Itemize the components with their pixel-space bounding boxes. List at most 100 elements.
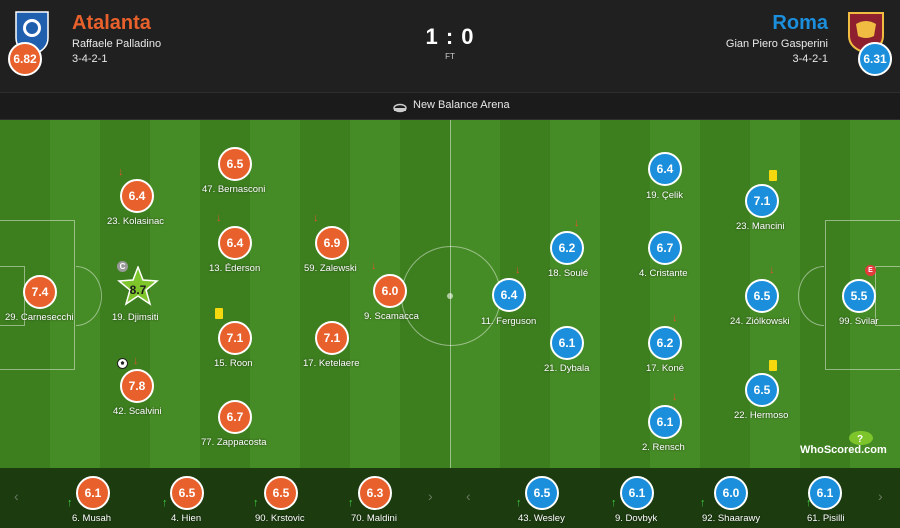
home-coach: Raffaele Palladino <box>72 38 162 50</box>
player-rating: 6.5 <box>745 279 779 313</box>
sub-rating: 6.5 <box>525 476 559 510</box>
venue-bar: New Balance Arena <box>0 92 900 120</box>
sub-on-arrow-icon: ↑ <box>67 497 73 509</box>
player-rating: 6.5 <box>218 147 252 181</box>
player-rating: 7.1 <box>315 321 349 355</box>
sub-off-arrow-icon: ↓ <box>118 166 124 178</box>
captain-badge: C <box>117 261 128 272</box>
player-rating: 6.0 <box>373 274 407 308</box>
sub-on-arrow-icon: ↑ <box>611 497 617 509</box>
sub-off-arrow-icon: ↓ <box>313 212 319 224</box>
player-name: 17. Ketelaere <box>303 358 360 369</box>
sub-rating: 6.1 <box>808 476 842 510</box>
home-team-rating: 6.82 <box>8 42 42 76</box>
pitch: 7.4 29. Carnesecchi ↓ 6.4 23. Kolasinac … <box>0 120 900 468</box>
player-name: 21. Dybala <box>544 363 590 374</box>
player-name: 18. Soulé <box>548 268 589 279</box>
player-rating: 7.1 <box>745 184 779 218</box>
yellow-card-icon <box>215 308 223 319</box>
sub-name: 6. Musah <box>72 513 112 524</box>
player-rating: 6.5 <box>745 373 779 407</box>
home-subs-next-button[interactable]: › <box>428 488 433 504</box>
player-name: 47. Bernasconi <box>202 184 266 195</box>
sub-rating: 6.1 <box>620 476 654 510</box>
match-header: 6.82 Atalanta Raffaele Palladino 3-4-2-1… <box>0 0 900 92</box>
away-team-name[interactable]: Roma <box>772 12 828 34</box>
player-name: 29. Carnesecchi <box>5 312 74 323</box>
away-subs-prev-button[interactable]: ‹ <box>466 488 471 504</box>
sub-name: 92. Shaarawy <box>702 513 761 524</box>
home-team-name[interactable]: Atalanta <box>72 12 151 34</box>
player-name: 19. Djimsiti <box>112 312 159 323</box>
player-rating: 7.1 <box>218 321 252 355</box>
yellow-card-icon <box>769 360 777 371</box>
player-name: 15. Roon <box>214 358 253 369</box>
sub-name: 9. Dovbyk <box>615 513 658 524</box>
player-rating: 6.4 <box>492 278 526 312</box>
goal-ball-icon <box>117 356 128 369</box>
stadium-icon <box>393 100 407 113</box>
player-name: 2. Rensch <box>642 442 685 453</box>
sub-off-arrow-icon: ↓ <box>672 312 678 324</box>
player-rating: 5.5 <box>842 279 876 313</box>
sub-off-arrow-icon: ↓ <box>133 355 139 367</box>
player-name: 77. Zappacosta <box>201 437 267 448</box>
sub-rating: 6.0 <box>714 476 748 510</box>
sub-off-arrow-icon: ↓ <box>574 217 580 229</box>
star-player-icon <box>117 264 159 306</box>
away-team-rating: 6.31 <box>858 42 892 76</box>
home-formation: 3-4-2-1 <box>72 53 108 65</box>
sub-rating: 6.5 <box>264 476 298 510</box>
away-subs-next-button[interactable]: › <box>878 488 883 504</box>
sub-name: 43. Wesley <box>518 513 565 524</box>
sub-on-arrow-icon: ↑ <box>253 497 259 509</box>
player-rating: 6.1 <box>550 326 584 360</box>
player-rating: 6.4 <box>120 179 154 213</box>
error-badge: E <box>865 265 876 276</box>
player-name: 22. Hermoso <box>734 410 789 421</box>
sub-name: 70. Maldini <box>351 513 397 524</box>
whoscored-logo: WhoScored.com <box>800 440 887 458</box>
match-status: FT <box>445 52 455 61</box>
watermark-text: WhoScored.com <box>800 444 887 456</box>
player-name: 17. Koné <box>646 363 685 374</box>
player-name: 11. Ferguson <box>481 316 537 327</box>
away-formation: 3-4-2-1 <box>792 53 828 65</box>
venue-name: New Balance Arena <box>413 99 510 111</box>
player-name: 23. Mancini <box>736 221 785 232</box>
sub-off-arrow-icon: ↓ <box>672 391 678 403</box>
player-name: 42. Scalvini <box>113 406 162 417</box>
sub-on-arrow-icon: ↑ <box>348 497 354 509</box>
away-penalty-area <box>825 220 900 370</box>
whoscored-bubble-icon: ? <box>848 430 874 446</box>
sub-on-arrow-icon: ↑ <box>700 497 706 509</box>
player-rating: 6.4 <box>648 152 682 186</box>
sub-name: 90. Krstovic <box>255 513 305 524</box>
center-spot <box>447 293 453 299</box>
player-name: 59. Zalewski <box>304 263 357 274</box>
sub-name: 4. Hien <box>171 513 202 524</box>
sub-off-arrow-icon: ↓ <box>515 264 521 276</box>
sub-off-arrow-icon: ↓ <box>769 264 775 276</box>
sub-off-arrow-icon: ↓ <box>216 212 222 224</box>
player-rating: 6.2 <box>648 326 682 360</box>
sub-name: 61. Pisilli <box>807 513 845 524</box>
sub-on-arrow-icon: ↑ <box>162 497 168 509</box>
home-penalty-area <box>0 220 75 370</box>
sub-on-arrow-icon: ↑ <box>806 497 812 509</box>
player-name: 19. Çelik <box>646 190 683 201</box>
svg-text:?: ? <box>857 434 863 445</box>
player-rating: 6.7 <box>218 400 252 434</box>
player-rating: 6.4 <box>218 226 252 260</box>
player-rating: 8.7 <box>129 283 147 297</box>
player-name: 24. Ziólkowski <box>730 316 790 327</box>
sub-rating: 6.3 <box>358 476 392 510</box>
match-score: 1 : 0 <box>425 24 475 49</box>
sub-off-arrow-icon: ↓ <box>371 260 377 272</box>
player-name: 4. Cristante <box>639 268 688 279</box>
home-subs-prev-button[interactable]: ‹ <box>14 488 19 504</box>
player-rating: 6.9 <box>315 226 349 260</box>
player-rating: 6.1 <box>648 405 682 439</box>
player-name: 23. Kolasinac <box>107 216 165 227</box>
yellow-card-icon <box>769 170 777 181</box>
